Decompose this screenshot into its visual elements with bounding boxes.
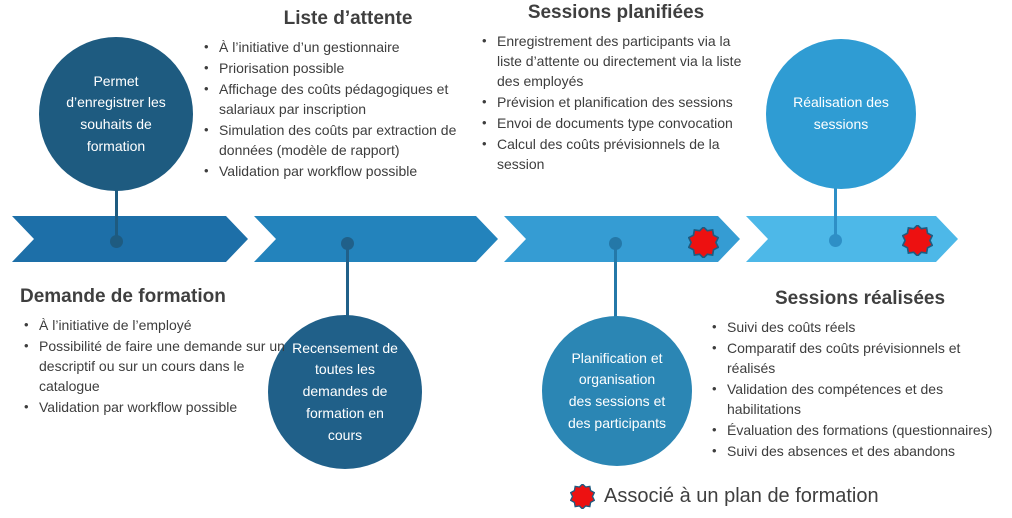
circle-realisation-sessions: Réalisation des sessions [766,39,916,189]
section-title: Sessions planifiées [527,2,705,23]
circle-label: Permet d’enregistrer les souhaits de for… [66,72,166,154]
circle-planification-organisation: Planification et organisation des sessio… [542,316,692,466]
connector-stem-4 [834,186,837,242]
plan-seal-badge-icon [902,225,933,256]
bullet-item: À l’initiative d’un gestionnaire [200,37,496,57]
bullet-item: Envoi de documents type convocation [478,113,754,133]
bullet-item: Prévision et planification des sessions [478,92,754,112]
bullet-item: Suivi des absences et des abandons [708,441,1012,461]
connector-dot-1 [110,235,123,248]
bullet-list: À l’initiative d’un gestionnairePriorisa… [200,37,496,181]
bullet-item: À l’initiative de l’employé [20,315,300,335]
bullet-item: Validation par workflow possible [200,161,496,181]
bullet-item: Validation des compétences et des habili… [708,379,1012,419]
bullet-item: Enregistrement des participants via la l… [478,31,754,91]
section-title: Demande de formation [20,286,226,307]
plan-seal-badge-icon [570,483,595,509]
section-liste-attente: Liste d’attente À l’initiative d’un gest… [200,8,496,182]
circle-label: Planification et organisation des sessio… [567,349,667,431]
connector-stem-3 [614,246,617,319]
section-title: Liste d’attente [283,8,413,29]
connector-dot-2 [341,237,354,250]
connector-stem-1 [115,183,118,241]
circle-label: Recensement de toutes les demandes de fo… [292,339,398,443]
bullet-item: Calcul des coûts prévisionnels de la ses… [478,134,754,174]
circle-label: Réalisation des sessions [793,94,889,132]
bullet-list: Enregistrement des participants via la l… [478,31,754,174]
timeline-segment-1 [12,216,248,262]
legend-label: Associé à un plan de formation [604,485,879,507]
bullet-item: Affichage des coûts pédagogiques et sala… [200,79,496,119]
bullet-item: Simulation des coûts par extraction de d… [200,120,496,160]
bullet-list: Suivi des coûts réelsComparatif des coût… [708,317,1012,461]
section-title: Sessions réalisées [774,288,946,309]
connector-stem-2 [346,246,349,318]
bullet-item: Suivi des coûts réels [708,317,1012,337]
connector-dot-3 [609,237,622,250]
bullet-item: Comparatif des coûts prévisionnels et ré… [708,338,1012,378]
bullet-item: Validation par workflow possible [20,397,300,417]
legend: Associé à un plan de formation [570,483,879,509]
section-sessions-realisees: Sessions réalisées Suivi des coûts réels… [708,288,1012,462]
timeline-segment-2 [254,216,498,262]
bullet-item: Possibilité de faire une demande sur un … [20,336,300,396]
plan-seal-badge-icon [688,227,719,258]
section-sessions-planifiees: Sessions planifiées Enregistrement des p… [478,2,754,175]
bullet-item: Priorisation possible [200,58,496,78]
section-demande-formation: Demande de formation À l’initiative de l… [20,286,300,418]
bullet-item: Évaluation des formations (questionnaire… [708,420,1012,440]
circle-souhaits-formation: Permet d’enregistrer les souhaits de for… [39,37,193,191]
bullet-list: À l’initiative de l’employéPossibilité d… [20,315,300,417]
connector-dot-4 [829,234,842,247]
